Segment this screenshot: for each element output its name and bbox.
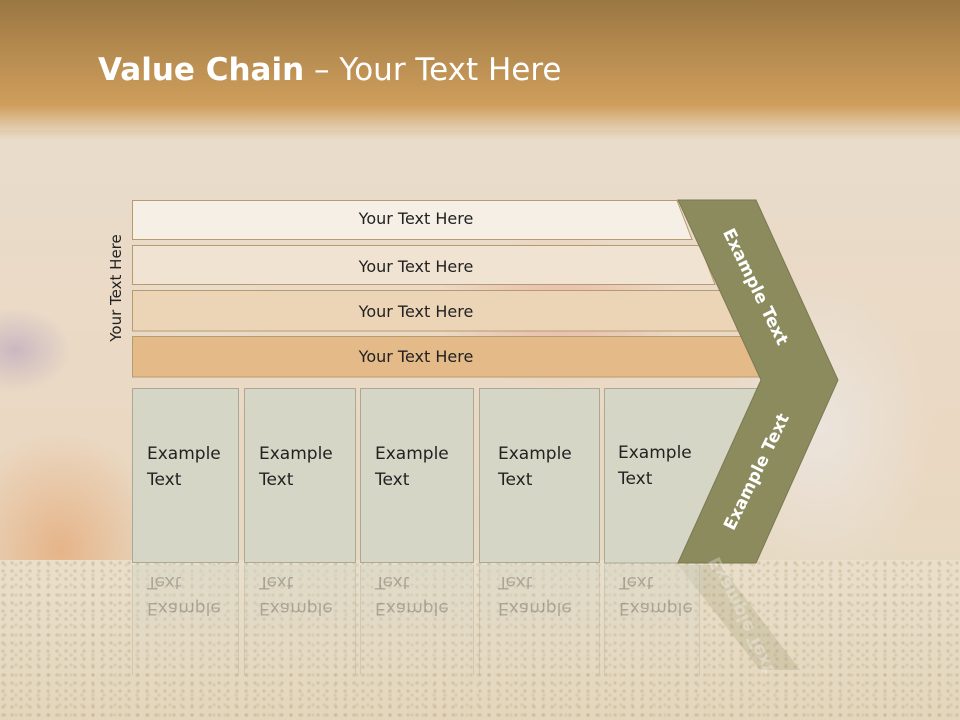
box-text-line2: Text (618, 469, 653, 489)
slide-title[interactable]: Value Chain – Your Text Here (98, 52, 561, 88)
reflection-text: Example Text (619, 569, 693, 621)
value-row-2[interactable]: Your Text Here (132, 245, 732, 285)
reflection-line2: Text (619, 572, 654, 592)
title-bar (0, 0, 960, 140)
box-text-line2: Text (147, 470, 182, 490)
reflection-line1: Example (259, 598, 333, 618)
reflection-line1: Example (619, 598, 693, 618)
title-rest: – Your Text Here (304, 52, 562, 88)
box-text-line2: Text (498, 470, 533, 490)
title-bold: Value Chain (98, 52, 305, 88)
reflection-line1: Example (147, 598, 221, 618)
box-reflection-1: Example Text (132, 565, 239, 675)
value-row-3[interactable]: Your Text Here (132, 290, 752, 332)
box-text-line1: Example (498, 444, 572, 464)
box-reflection-3: Example Text (360, 565, 474, 675)
row-label: Your Text Here (358, 302, 474, 321)
box-text-line2: Text (259, 470, 294, 490)
box-reflection-2: Example Text (244, 565, 356, 675)
box-text-line2: Text (375, 470, 410, 490)
reflection-line1: Example (498, 598, 572, 618)
reflection-line2: Text (375, 572, 410, 592)
reflection-text: Example Text (147, 569, 221, 621)
side-label[interactable]: Your Text Here (107, 234, 125, 342)
box-text-line1: Example (618, 443, 692, 463)
value-row-1[interactable]: Your Text Here (132, 200, 712, 240)
value-row-4[interactable]: Your Text Here (132, 336, 772, 378)
reflection-text: Example Text (498, 569, 572, 621)
row-label: Your Text Here (358, 209, 474, 228)
box-text-line1: Example (375, 444, 449, 464)
reflection-line2: Text (498, 572, 533, 592)
reflection-line2: Text (259, 572, 294, 592)
box-reflection-4: Example Text (479, 565, 600, 675)
row-label: Your Text Here (358, 347, 474, 366)
reflection-line1: Example (375, 598, 449, 618)
box-text-line1: Example (259, 444, 333, 464)
reflection-text: Example Text (259, 569, 333, 621)
reflection-text: Example Text (375, 569, 449, 621)
reflection-line2: Text (147, 572, 182, 592)
box-text-line1: Example (147, 444, 221, 464)
box-reflection-5: Example Text (604, 565, 700, 675)
row-label: Your Text Here (358, 257, 474, 276)
